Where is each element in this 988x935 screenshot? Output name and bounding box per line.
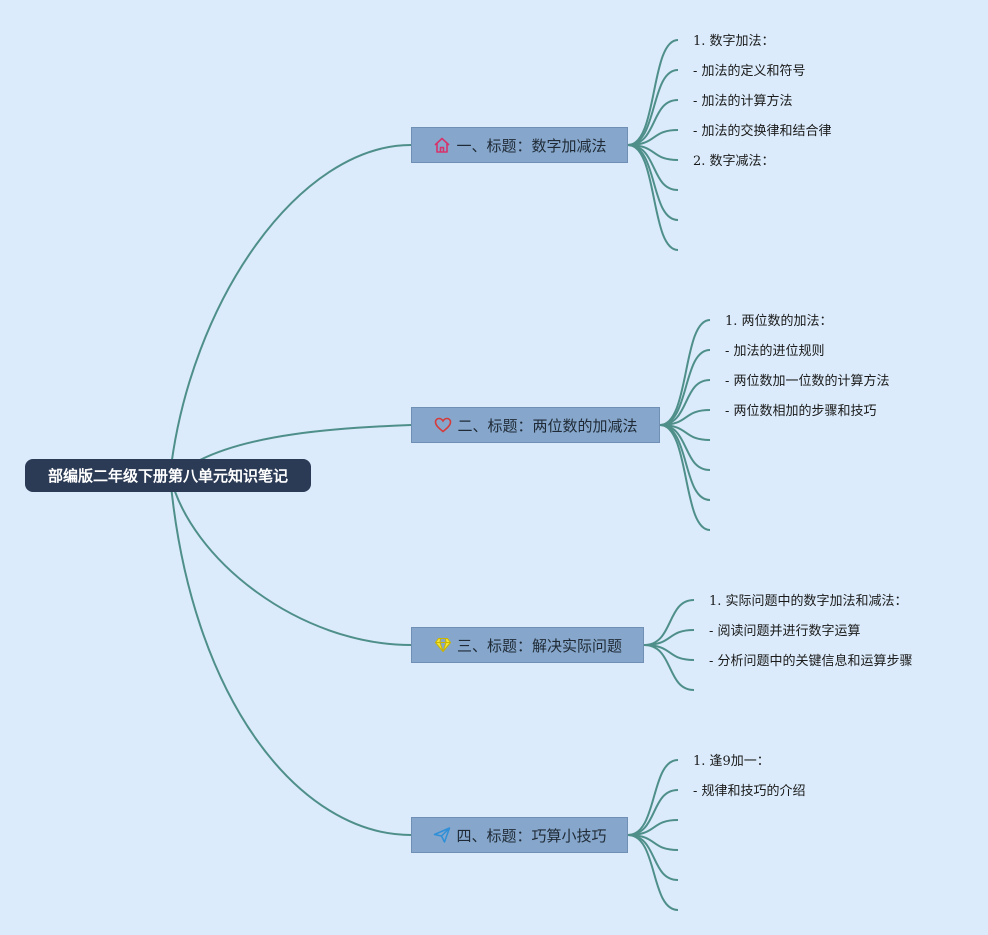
topic-node-2[interactable]: 二、标题：两位数的加减法 [411,407,660,443]
topic-to-leaf-link [659,319,711,426]
topic-to-leaf-link [627,834,679,911]
leaf-item: 1. 逢9加一： [693,754,770,769]
root-to-topic-link [169,474,412,836]
leaf-item: - 阅读问题并进行数字运算 [709,624,861,639]
heart-icon [433,415,453,435]
topic-to-leaf-link [627,99,679,146]
leaf-item: - 两位数加一位数的计算方法 [725,374,890,389]
paper-plane-icon [432,825,452,845]
topic-to-leaf-link [627,144,679,251]
topic-label: 四、标题：巧算小技巧 [456,826,607,845]
topic-to-leaf-link [659,379,711,426]
topic-to-leaf-link [627,144,679,221]
diamond-icon [433,635,453,655]
leaf-item: 1. 两位数的加法： [725,314,833,329]
topic-to-leaf-link [643,599,695,646]
topic-node-4[interactable]: 四、标题：巧算小技巧 [411,817,628,853]
topic-label: 一、标题：数字加减法 [456,136,607,155]
topic-node-1[interactable]: 一、标题：数字加减法 [411,127,628,163]
leaf-item: - 分析问题中的关键信息和运算步骤 [709,654,913,669]
topic-to-leaf-link [643,629,695,646]
topic-label: 三、标题：解决实际问题 [456,636,622,655]
topic-to-leaf-link [643,644,695,661]
root-to-topic-link [169,474,412,646]
topic-node-3[interactable]: 三、标题：解决实际问题 [411,627,644,663]
topic-to-leaf-link [659,349,711,426]
leaf-item: - 加法的交换律和结合律 [693,124,832,139]
leaf-item: - 两位数相加的步骤和技巧 [725,404,877,419]
topic-to-leaf-link [627,69,679,146]
topic-to-leaf-link [659,424,711,501]
leaf-item: 1. 数字加法： [693,34,775,49]
leaf-item: - 加法的计算方法 [693,94,793,109]
topic-to-leaf-link [627,39,679,146]
root-label: 部编版二年级下册第八单元知识笔记 [47,467,288,485]
topic-to-leaf-link [627,759,679,836]
leaf-item: 2. 数字减法： [693,154,775,169]
root-node[interactable]: 部编版二年级下册第八单元知识笔记 [25,459,311,492]
root-to-topic-link [199,424,412,461]
leaf-item: - 加法的定义和符号 [693,64,806,79]
leaf-item: - 加法的进位规则 [725,344,825,359]
leaf-item: 1. 实际问题中的数字加法和减法： [709,594,908,609]
topic-to-leaf-link [627,789,679,836]
home-icon [432,135,452,155]
leaf-item: - 规律和技巧的介绍 [693,784,806,799]
topic-label: 二、标题：两位数的加减法 [457,416,638,435]
topic-to-leaf-link [659,424,711,531]
topic-to-leaf-link [643,644,695,691]
root-to-topic-link [169,144,412,476]
